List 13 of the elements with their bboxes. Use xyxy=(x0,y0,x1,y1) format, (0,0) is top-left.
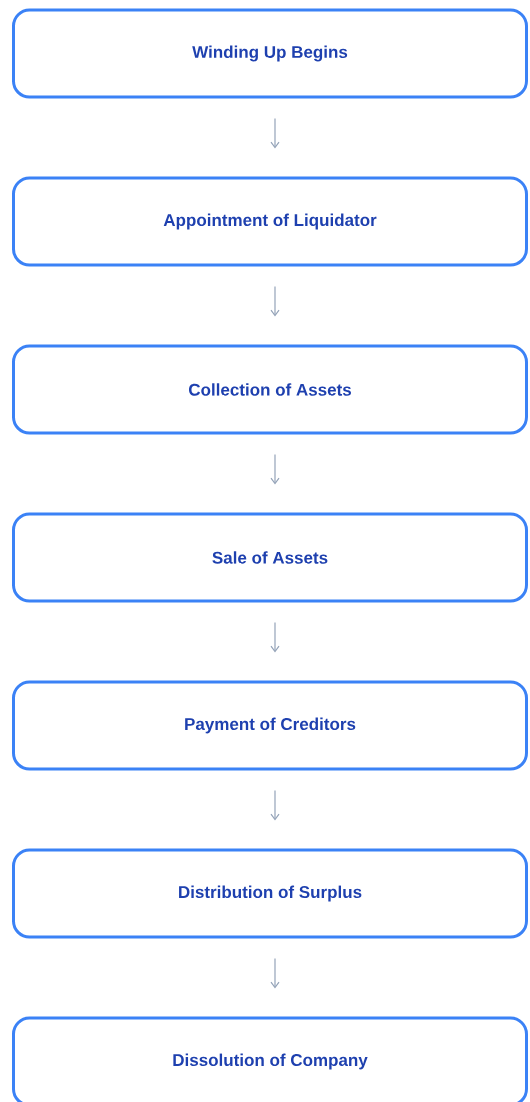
arrow xyxy=(270,285,280,317)
process-box: Distribution of Surplus xyxy=(12,848,528,939)
process-box: Appointment of Liquidator xyxy=(12,176,528,267)
process-box: Sale of Assets xyxy=(12,512,528,603)
process-box: Collection of Assets xyxy=(12,344,528,435)
arrow xyxy=(270,117,280,149)
process-box: Payment of Creditors xyxy=(12,680,528,771)
arrow xyxy=(270,621,280,653)
arrow xyxy=(270,453,280,485)
arrow xyxy=(270,789,280,821)
process-box: Winding Up Begins xyxy=(12,8,528,99)
process-box: Dissolution of Company xyxy=(12,1016,528,1102)
arrow xyxy=(270,957,280,989)
